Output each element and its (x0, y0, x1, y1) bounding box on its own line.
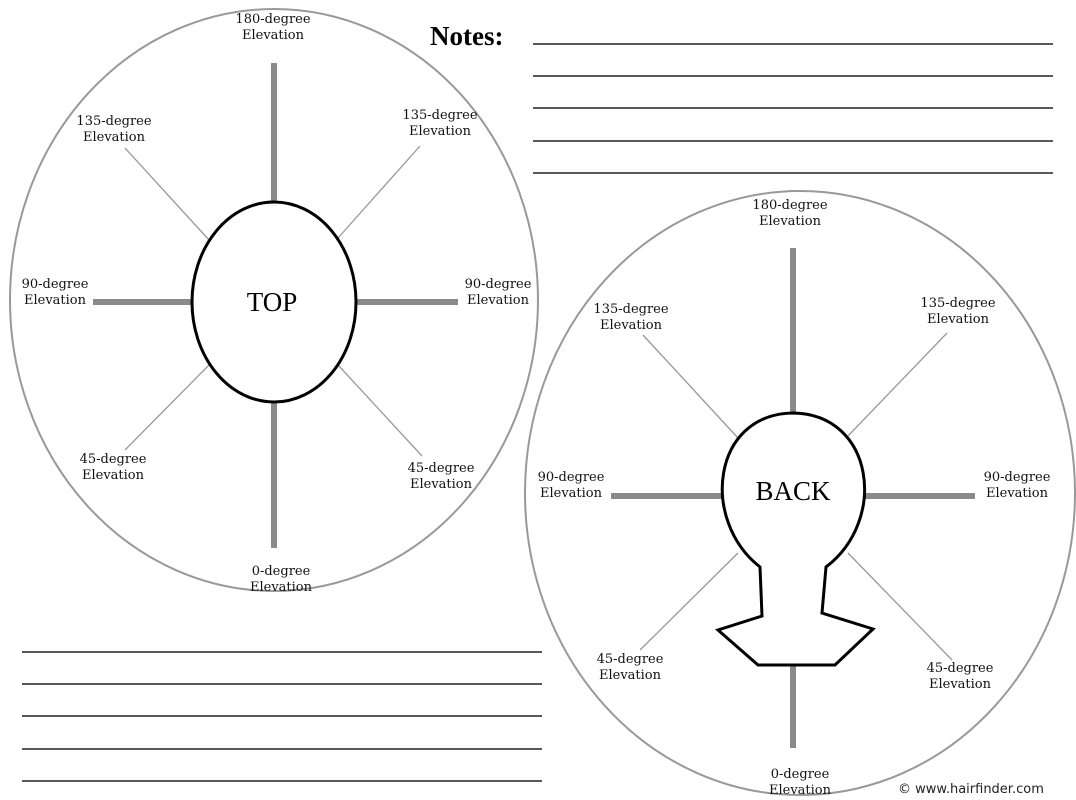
notes-lines-bottom (22, 651, 542, 782)
notes-lines-top (533, 43, 1053, 174)
head-back-outline (715, 411, 876, 667)
copyright-text: © www.hairfinder.com (898, 782, 1044, 797)
notes-label: Notes: (430, 21, 503, 51)
top-outer-ellipse (9, 8, 539, 592)
back-center-label: BACK (755, 476, 831, 506)
head-top-outline (190, 200, 358, 404)
top-center-label: TOP (247, 287, 298, 317)
